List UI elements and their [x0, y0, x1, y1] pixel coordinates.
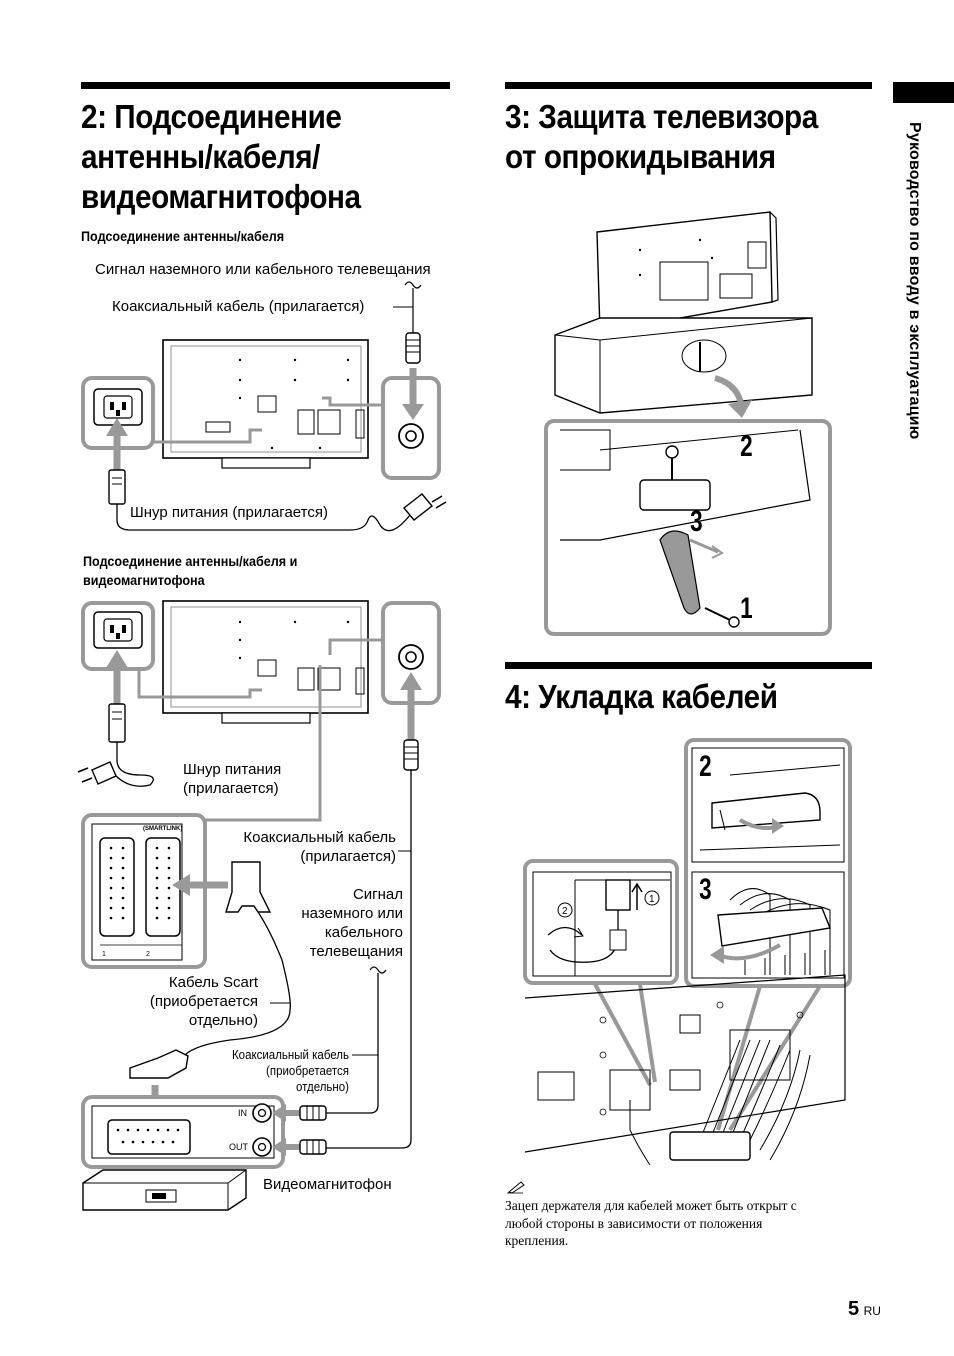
section3-title-line: 3: Защита телевизора [505, 98, 818, 135]
coax2-label: Коаксиальный кабель (прилагается) [200, 828, 396, 866]
side-tab-label: Руководство по вводу в эксплуатацию [906, 122, 923, 440]
section3-rule [505, 82, 872, 89]
note-line: крепления. [505, 1233, 569, 1248]
vcr-in-label: IN [238, 1108, 247, 1118]
signal2-label: Сигнал наземного или кабельного телевеща… [250, 885, 403, 961]
label-line: Сигнал [352, 886, 403, 903]
label-line: кабельного [324, 924, 403, 941]
power-cord2-label: Шнур питания (прилагается) [183, 760, 281, 798]
label-line: наземного или [301, 905, 403, 922]
subheading-line: видеомагнитофона [83, 572, 205, 588]
coax-cable-label: Коаксиальный кабель (прилагается) [112, 298, 365, 315]
signal-label: Сигнал наземного или кабельного телевеща… [95, 261, 431, 278]
cable-step-3: 3 [699, 873, 712, 906]
section2-title-line: видеомагнитофона [81, 178, 361, 215]
svg-text:1: 1 [102, 951, 106, 958]
antitip-step-1: 1 [740, 592, 753, 625]
section2-subheading-vcr: Подсоединение антенны/кабеля и видеомагн… [83, 552, 297, 590]
label-line: Кабель Scart [168, 974, 258, 991]
page-language: RU [863, 1304, 881, 1318]
section3-title-line: от опрокидывания [505, 138, 776, 175]
section3-title: 3: Защита телевизора от опрокидывания [505, 97, 883, 177]
svg-text:2: 2 [562, 906, 568, 917]
label-line: Коаксиальный кабель [243, 829, 396, 846]
label-line: отдельно) [188, 1012, 258, 1029]
page-number: 5 RU [848, 1298, 881, 1321]
note-line: любой стороны в зависимости от положения [505, 1215, 763, 1231]
page-number-value: 5 [848, 1298, 860, 1320]
subheading-line: Подсоединение антенны/кабеля и [83, 553, 298, 569]
label-line: отдельно) [295, 1080, 349, 1094]
section2-title: 2: Подсоединение антенны/кабеля/ видеома… [81, 97, 441, 217]
section2-rule [81, 82, 450, 89]
svg-text:1: 1 [649, 894, 655, 905]
note-line: Зацеп держателя для кабелей может быть о… [505, 1198, 797, 1213]
vcr-out-label: OUT [229, 1142, 248, 1152]
label-line: (прилагается) [183, 780, 279, 797]
section2-subheading-antenna: Подсоединение антенны/кабеля [81, 228, 285, 244]
label-line: Шнур питания [183, 761, 282, 778]
section2-title-line: антенны/кабеля/ [81, 138, 320, 175]
section4-title: 4: Укладка кабелей [505, 678, 778, 715]
label-line: телевещания [309, 943, 403, 960]
cable-holder-note: Зацеп держателя для кабелей может быть о… [505, 1197, 885, 1250]
label-line: (прилагается) [300, 848, 396, 865]
power-cord-label: Шнур питания (прилагается) [130, 504, 328, 521]
svg-text:2: 2 [146, 951, 150, 958]
scart-cable-label: Кабель Scart (приобретается отдельно) [120, 973, 258, 1030]
antitip-step-2: 2 [740, 430, 753, 463]
label-line: (приобретается [266, 1064, 349, 1078]
antitip-step-3: 3 [690, 505, 703, 538]
note-pencil-icon [507, 1181, 525, 1194]
cable-step-2: 2 [699, 750, 712, 783]
section2-title-line: 2: Подсоединение [81, 98, 342, 135]
smartlink-label: (SMARTLINK) [143, 826, 183, 832]
coax3-label: Коаксиальный кабель (приобретается отдел… [203, 1047, 349, 1095]
label-line: (приобретается [149, 993, 258, 1010]
section4-rule [505, 662, 872, 669]
side-tab-marker [893, 82, 954, 103]
vcr-label: Видеомагнитофон [263, 1176, 392, 1193]
label-line: Коаксиальный кабель [231, 1048, 349, 1062]
